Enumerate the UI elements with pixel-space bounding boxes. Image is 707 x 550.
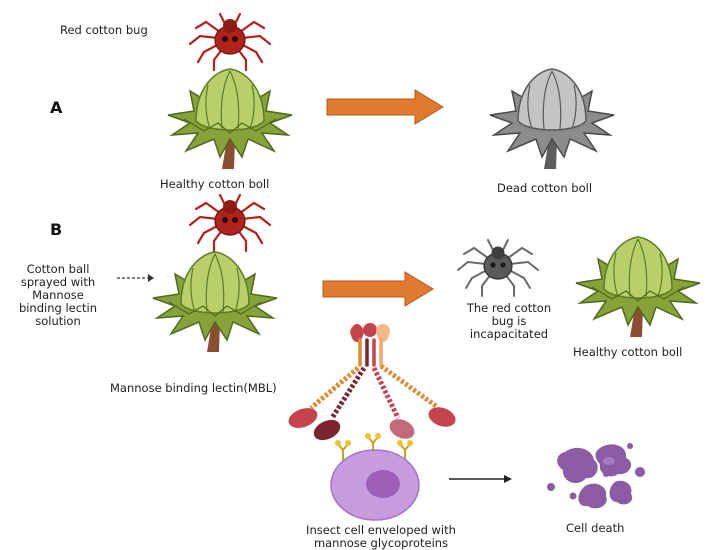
red-cotton-bug-icon xyxy=(190,14,270,70)
sprayed-cotton-boll-icon xyxy=(153,252,277,352)
healthy-cotton-boll-icon xyxy=(168,69,292,169)
arrow-a xyxy=(327,90,443,124)
red-cotton-bug-label: Red cotton bug xyxy=(60,24,148,37)
dead-cell-fragments-icon xyxy=(547,443,645,508)
insect-cell-icon xyxy=(331,433,419,520)
healthy-cotton-boll-label: Healthy cotton boll xyxy=(160,178,269,191)
panel-label-a: A xyxy=(50,98,62,117)
mbl-label: Mannose binding lectin(MBL) xyxy=(110,382,277,395)
mbl-molecule-icon xyxy=(286,323,458,444)
panel-label-b: B xyxy=(50,220,62,239)
sprayed-boll-label: Cotton ball sprayed with Mannose binding… xyxy=(6,263,110,328)
healthy-cotton-boll-b-icon xyxy=(576,237,700,337)
red-cotton-bug-b-icon xyxy=(190,195,270,251)
cell-death-label: Cell death xyxy=(566,522,624,535)
insect-cell-label: Insect cell enveloped with mannose glyco… xyxy=(288,524,474,550)
bug-incapacitated-label: The red cotton bug is incapacitated xyxy=(447,302,571,341)
cell-death-arrowhead xyxy=(504,475,512,483)
dashed-pointer-head xyxy=(148,274,154,282)
arrow-b xyxy=(323,272,433,306)
dead-cotton-boll-icon xyxy=(490,69,614,169)
dead-cotton-boll-label: Dead cotton boll xyxy=(497,182,592,195)
healthy-cotton-boll-b-label: Healthy cotton boll xyxy=(573,346,682,359)
incapacitated-bug-icon xyxy=(458,240,538,296)
